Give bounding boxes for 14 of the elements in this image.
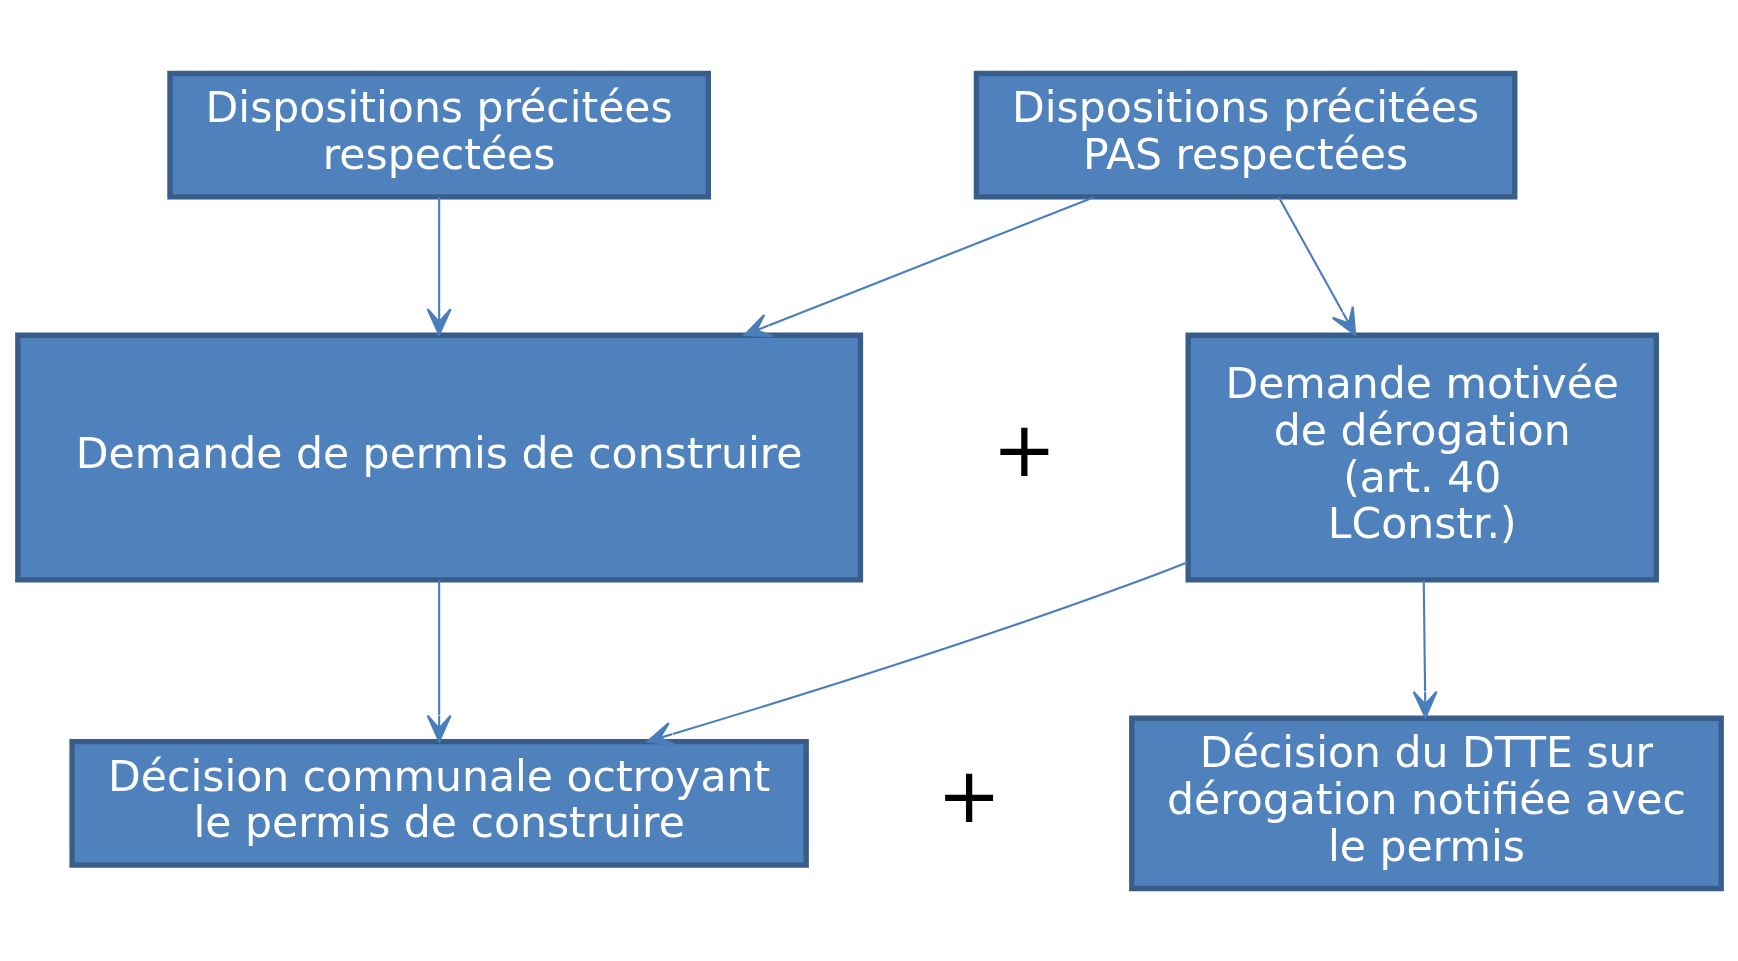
arrow <box>646 560 1188 746</box>
arrow <box>1277 196 1356 336</box>
node-box: Décision du DTTE sur dérogation notifiée avec le permis <box>1128 715 1724 891</box>
arrow <box>426 196 452 336</box>
label: + <box>991 404 1056 494</box>
arrow <box>743 195 1094 337</box>
node-box: Décision communale octroyant le permis de construire <box>68 738 809 868</box>
arrow <box>1412 579 1438 718</box>
node-box: Dispositions précitées respectées <box>166 70 711 200</box>
node-box: Dispositions précitées PAS respectées <box>973 70 1517 200</box>
label: + <box>936 750 1001 840</box>
arrow <box>426 579 452 742</box>
node-box: Demande motivée de dérogation (art. 40 LConstr.) <box>1185 332 1659 583</box>
node-box: Demande de permis de construire <box>14 332 863 583</box>
